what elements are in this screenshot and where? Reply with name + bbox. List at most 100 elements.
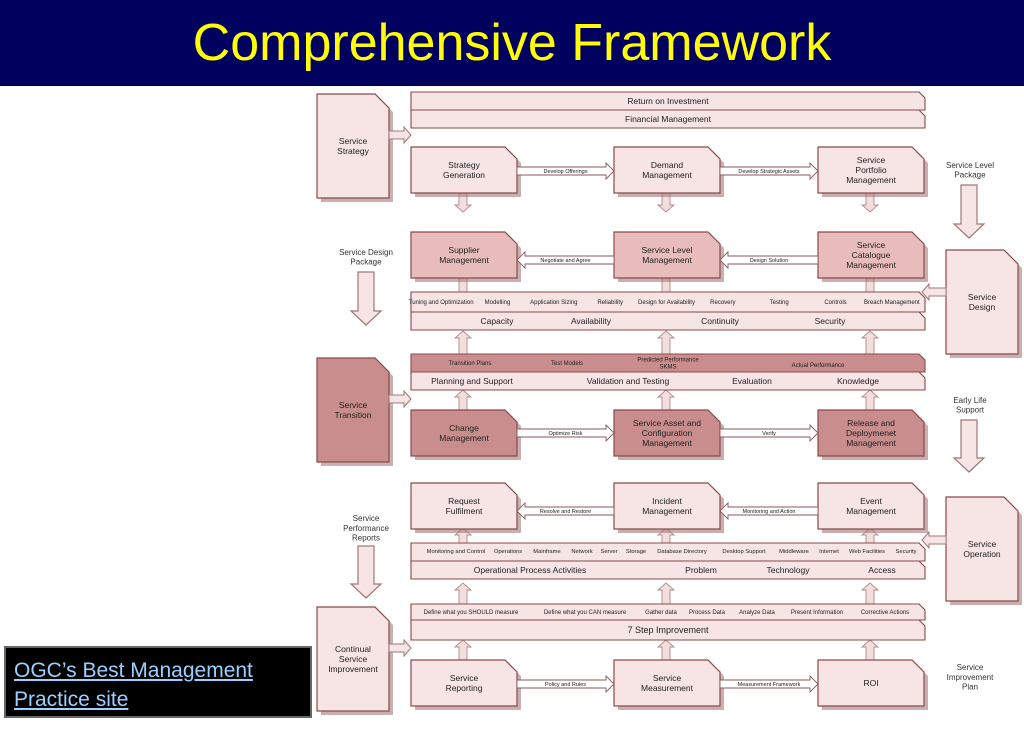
link-measurement-framework-label: Measurement Framework — [738, 682, 801, 688]
operation-function-item: Storage — [626, 549, 646, 555]
design-aspect-item: Continuity — [701, 316, 740, 326]
improvement-7-step-bar-label: 7 Step Improvement — [627, 625, 709, 635]
transition-input-item: Test Models — [551, 361, 583, 367]
flow-arrow-6-0 — [453, 639, 473, 661]
design-process-item: Tuning and Optimization — [409, 300, 474, 306]
operation-function-item: Mainframe — [533, 549, 560, 555]
flow-arrow-2-2 — [860, 330, 880, 357]
improvement-step-item: Present Information — [791, 610, 843, 616]
improvement-box-2: ROI — [817, 659, 928, 710]
improvement-box-2-label: ROI — [863, 678, 878, 688]
flow-arrow-5-2 — [860, 582, 880, 607]
link-policy-and-rules: Policy and Rules — [516, 674, 615, 694]
design-aspect-item: Security — [815, 316, 846, 326]
flow-arrow-6-2 — [860, 639, 880, 661]
operation-function-item: Web Facilities — [849, 549, 885, 555]
transition-activity-bar: Planning and Support Validation and Testi… — [410, 371, 926, 391]
design-process-item: Controls — [824, 300, 846, 306]
service-performance-reports-arrow — [349, 545, 383, 599]
strategy-bar-financial-label: Financial Management — [625, 114, 712, 124]
operation-function-item: Server — [600, 549, 617, 555]
design-process-item: Modelling — [485, 300, 511, 306]
link-monitoring-and-action-label: Monitoring and Action — [743, 509, 796, 515]
link-develop-offerings-label: Develop Offerings — [544, 169, 588, 175]
design-process-item: Application Sizing — [530, 300, 577, 306]
ogc-best-practice-link[interactable]: OGC’s Best Management Practice site — [14, 659, 253, 711]
link-design-solution-label: Design Solution — [750, 258, 789, 264]
link-monitoring-and-action: Monitoring and Action — [719, 501, 819, 521]
early-life-support-arrow — [952, 419, 986, 473]
link-design-solution: Design Solution — [719, 250, 819, 270]
flow-arrow-2-0 — [453, 330, 473, 357]
transition-activity-item: Planning and Support — [431, 376, 513, 386]
link-measurement-framework: Measurement Framework — [719, 674, 819, 694]
strategy-bar-financial: Financial Management — [410, 109, 926, 129]
link-optimize-risk: Optimize Risk — [516, 423, 615, 443]
operation-activity-item: Problem — [685, 565, 717, 575]
link-optimize-risk-label: Optimize Risk — [549, 431, 583, 437]
link-negotiate-and-agree-label: Negotiate and Agree — [540, 258, 590, 264]
link-verify-label: Verify — [762, 431, 776, 437]
link-policy-and-rules-label: Policy and Rules — [545, 682, 586, 688]
page-title: Comprehensive Framework — [192, 14, 832, 72]
operation-function-item: Operations — [494, 549, 522, 555]
link-resolve-and-restore: Resolve and Restore — [516, 501, 615, 521]
design-process-item: Design for Availability — [638, 300, 695, 306]
transition-activity-item: Validation and Testing — [587, 376, 670, 386]
flow-arrow-3-2 — [860, 389, 880, 411]
operation-activity-item: Technology — [766, 565, 810, 575]
flow-arrow-2-1 — [656, 330, 676, 357]
improvement-feed-arrow — [388, 638, 412, 658]
transition-input-item: Transition Plans — [449, 361, 492, 367]
service-design-package-arrow — [349, 271, 383, 326]
link-develop-offerings: Develop Offerings — [516, 161, 615, 181]
flow-arrow-5-1 — [656, 582, 676, 607]
design-process-item: Reliability — [597, 300, 623, 306]
link-develop-strategic-assets: Develop Strategic Assets — [719, 161, 819, 181]
design-process-item: Testing — [770, 300, 789, 306]
design-feed-arrow — [921, 282, 947, 302]
transition-feed-arrow — [388, 389, 412, 409]
design-process-bar: Tuning and Optimization Modelling Applicat… — [409, 291, 926, 313]
link-develop-strategic-assets-label: Develop Strategic Assets — [738, 169, 799, 175]
design-process-item: Breach Management — [864, 300, 920, 306]
flow-arrow-3-1 — [656, 389, 676, 411]
improvement-7-step-bar: 7 Step Improvement — [410, 619, 926, 641]
improvement-step-item: Gather data — [645, 610, 677, 616]
design-aspect-item: Availability — [571, 316, 612, 326]
